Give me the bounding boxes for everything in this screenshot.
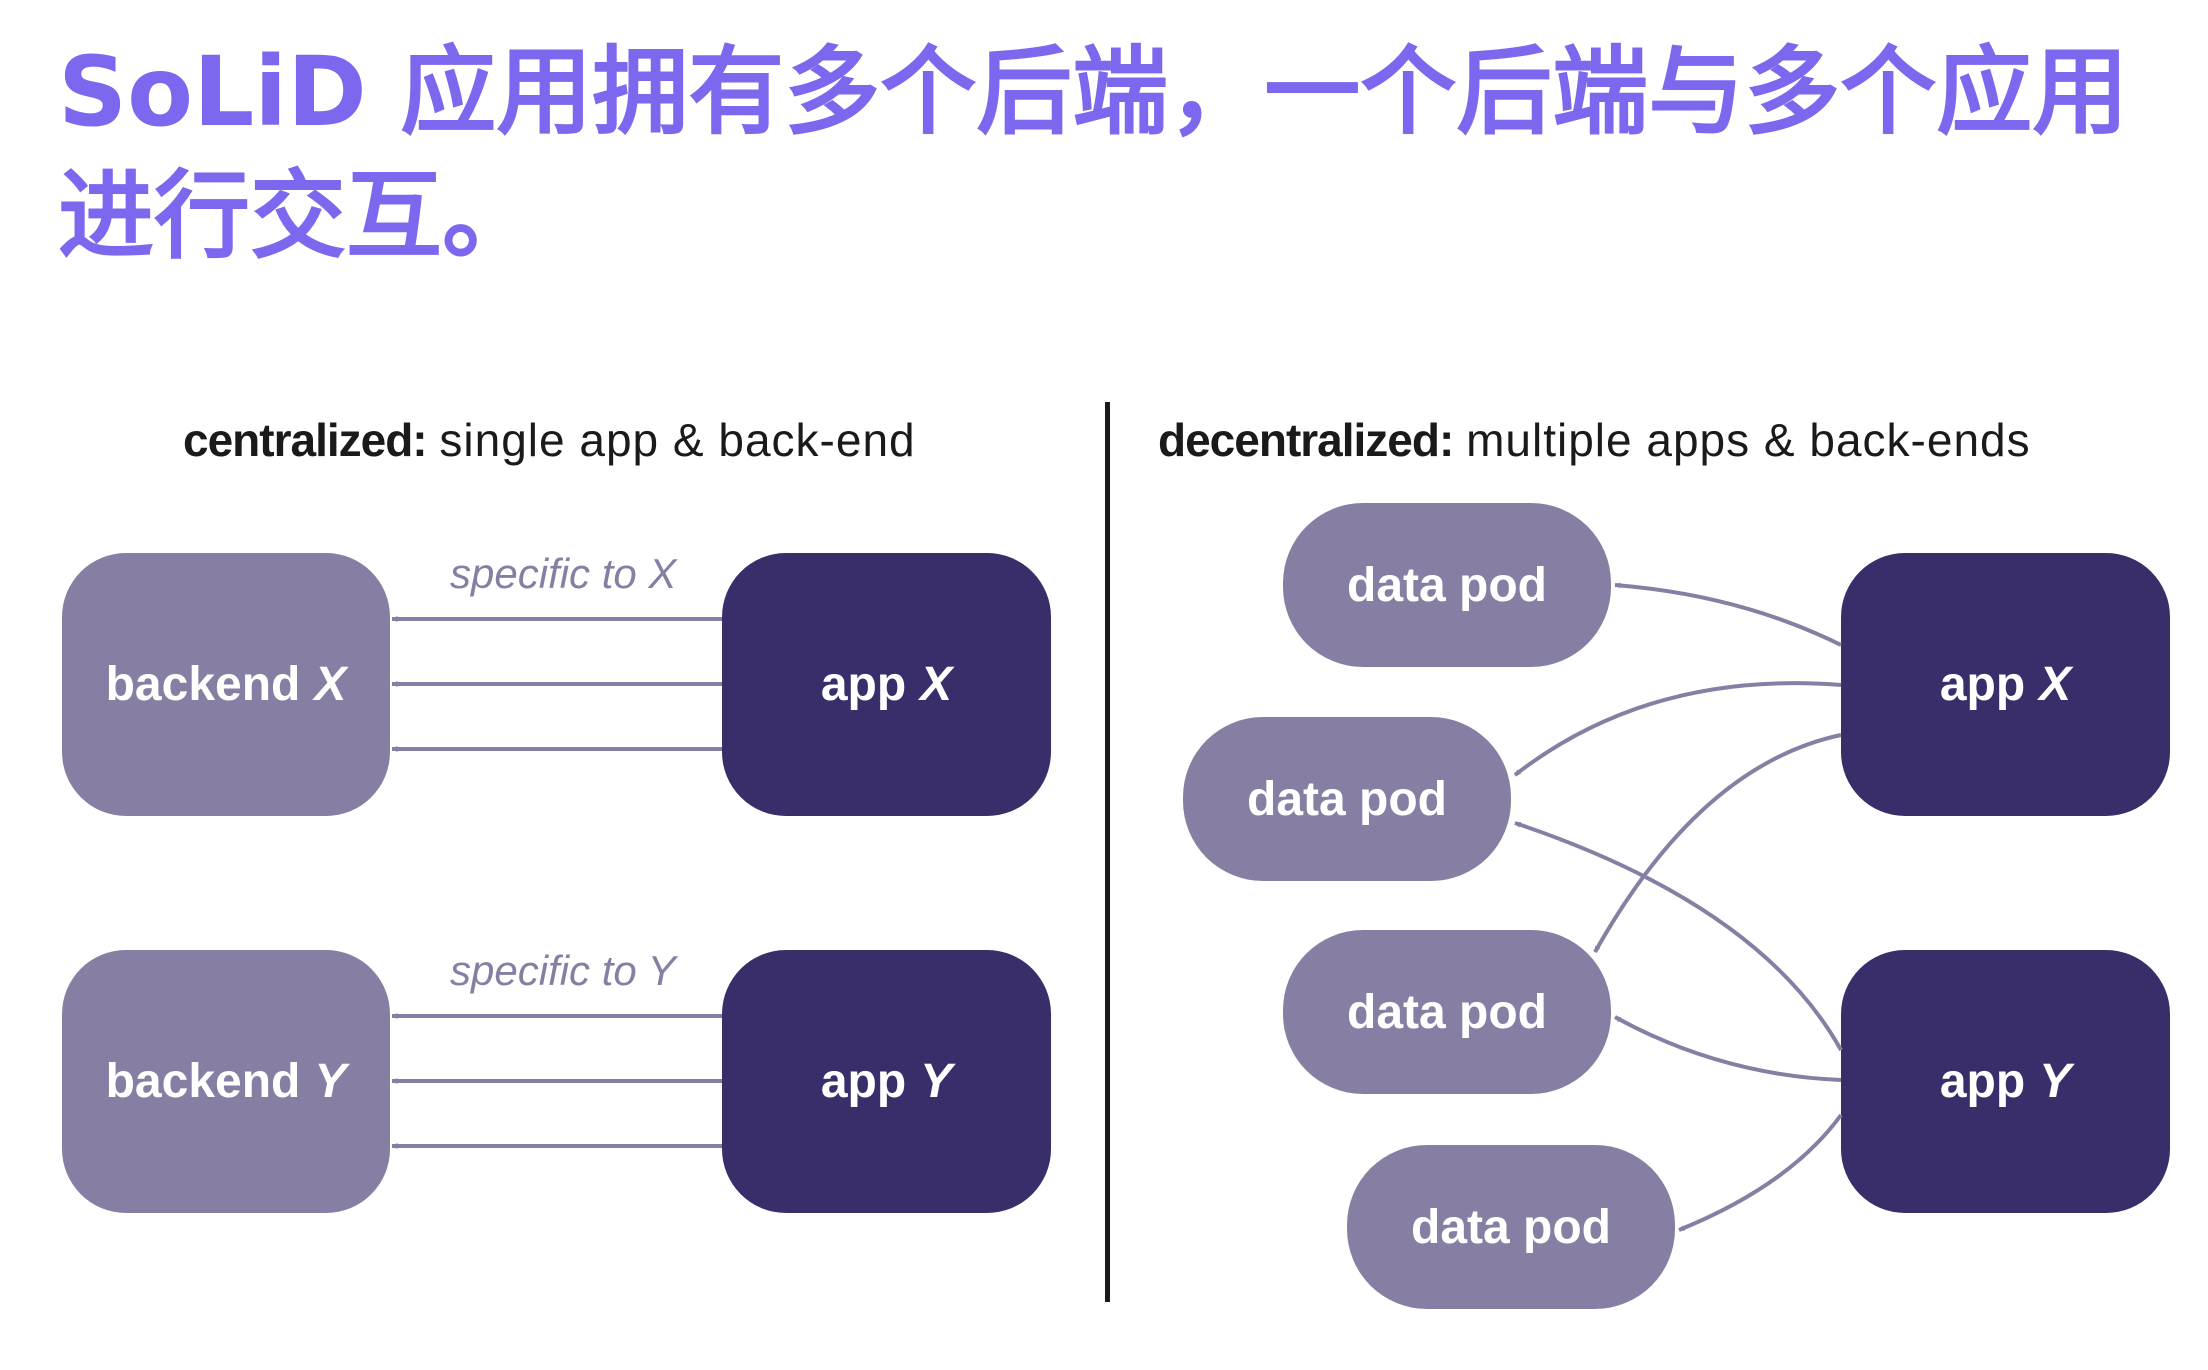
data-pod-4: data pod <box>1347 1145 1675 1309</box>
app-x-var-decentralized: X <box>2039 658 2072 711</box>
arrow-app-x-pod-3 <box>1593 733 1842 953</box>
data-pod-1-label: data pod <box>1347 558 1547 612</box>
app-y-var-centralized: Y <box>920 1055 953 1108</box>
arrow-app-y-pod-2 <box>1514 821 1843 1051</box>
decentralized-heading: decentralized: multiple apps & back-ends <box>1158 410 2031 470</box>
arrow-app-x-pod-2 <box>1513 681 1842 777</box>
decentralized-heading-rest: multiple apps & back-ends <box>1466 414 2031 466</box>
data-pod-3: data pod <box>1283 930 1611 1094</box>
centralized-heading: centralized: single app & back-end <box>183 410 916 470</box>
specific-to-x-label: specific to X <box>450 550 677 597</box>
backend-x-word: backend <box>105 658 301 711</box>
data-pod-2-label: data pod <box>1247 772 1447 826</box>
backend-y-var: Y <box>314 1055 347 1108</box>
centralized-heading-rest: single app & back-end <box>439 414 916 466</box>
arrow-app-x-pod-1 <box>1614 582 1842 647</box>
arrow-app-y-pod-3 <box>1614 1015 1842 1082</box>
decentralized-heading-strong: decentralized: <box>1158 414 1454 466</box>
specific-to-y-label: specific to Y <box>450 947 676 994</box>
centralized-heading-strong: centralized: <box>183 414 428 466</box>
slide-title: SoLiD 应用拥有多个后端，一个后端与多个应用进行交互。 <box>58 36 2129 272</box>
data-pod-1: data pod <box>1283 503 1611 667</box>
backend-x-var: X <box>314 658 347 711</box>
app-y-word-decentralized: app <box>1939 1055 2026 1108</box>
app-x-word-decentralized: app <box>1939 658 2026 711</box>
arrow-app-y-pod-4 <box>1678 1113 1843 1232</box>
data-pod-2: data pod <box>1183 717 1511 881</box>
data-pod-3-label: data pod <box>1347 985 1547 1039</box>
panel-divider <box>1105 402 1110 1302</box>
app-y-word-centralized: app <box>820 1055 907 1108</box>
backend-y-word: backend <box>105 1055 301 1108</box>
data-pod-4-label: data pod <box>1411 1200 1611 1254</box>
app-y-var-decentralized: Y <box>2039 1055 2072 1108</box>
app-x-var-centralized: X <box>920 658 953 711</box>
app-x-word-centralized: app <box>820 658 907 711</box>
